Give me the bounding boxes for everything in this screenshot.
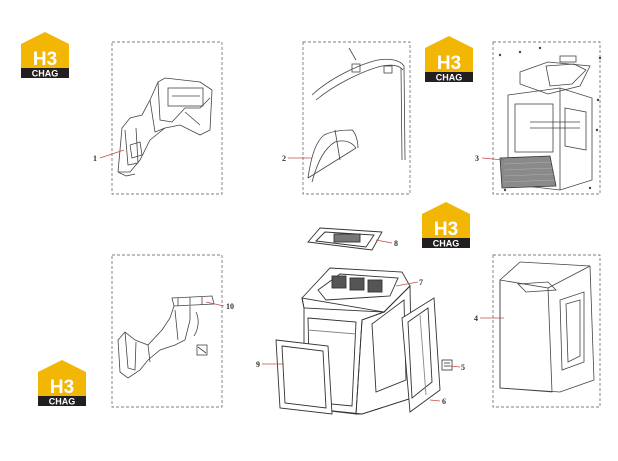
panel-frame-10 bbox=[111, 254, 223, 408]
callout-9: 9 bbox=[256, 360, 260, 369]
part-3-fasteners bbox=[498, 46, 602, 192]
part-1-interior-trim bbox=[117, 77, 213, 177]
callout-10: 10 bbox=[226, 302, 234, 311]
logo-letters: H3 bbox=[33, 49, 57, 70]
part-7-cab-body bbox=[301, 267, 413, 415]
part-3-cab-frame bbox=[507, 55, 593, 191]
logo-brand: CHAG bbox=[436, 73, 463, 83]
logo-letters: H3 bbox=[434, 219, 458, 240]
logo-brand: CHAG bbox=[49, 397, 76, 407]
logo-letters: H3 bbox=[50, 377, 74, 398]
brand-logo: H3 CHAG bbox=[425, 36, 473, 83]
callout-labels: 1 2 3 4 5 6 7 8 9 10 bbox=[93, 154, 479, 406]
part-2-front-glass bbox=[307, 58, 406, 183]
part-2-arrow bbox=[348, 47, 357, 61]
part-10-side-trim bbox=[117, 295, 215, 379]
callout-2: 2 bbox=[282, 154, 286, 163]
logo-letters: H3 bbox=[437, 53, 461, 74]
part-4-window-glass bbox=[499, 261, 595, 393]
logo-brand: CHAG bbox=[32, 69, 59, 79]
brand-logo: H3 CHAG bbox=[422, 202, 470, 249]
logo-brand: CHAG bbox=[433, 239, 460, 249]
callout-3: 3 bbox=[475, 154, 479, 163]
part-3-mat bbox=[499, 155, 557, 189]
panel-frame-2 bbox=[302, 41, 411, 195]
panel-frame-4 bbox=[492, 254, 601, 408]
callout-1: 1 bbox=[93, 154, 97, 163]
part-9-front-glass-panel bbox=[275, 339, 333, 415]
callout-6: 6 bbox=[442, 397, 446, 406]
callout-5: 5 bbox=[461, 363, 465, 372]
callout-4: 4 bbox=[474, 314, 478, 323]
panel-frame-3 bbox=[492, 41, 601, 195]
callout-8: 8 bbox=[394, 239, 398, 248]
brand-logo: H3 CHAG bbox=[21, 32, 69, 79]
part-5-door-lock bbox=[441, 359, 453, 371]
callout-7: 7 bbox=[419, 278, 423, 287]
part-6-door bbox=[401, 297, 441, 413]
brand-logo: H3 CHAG bbox=[38, 360, 86, 407]
part-8-roof-hatch bbox=[307, 227, 383, 251]
leader-lines bbox=[99, 149, 505, 402]
panel-frame-1 bbox=[111, 41, 223, 195]
